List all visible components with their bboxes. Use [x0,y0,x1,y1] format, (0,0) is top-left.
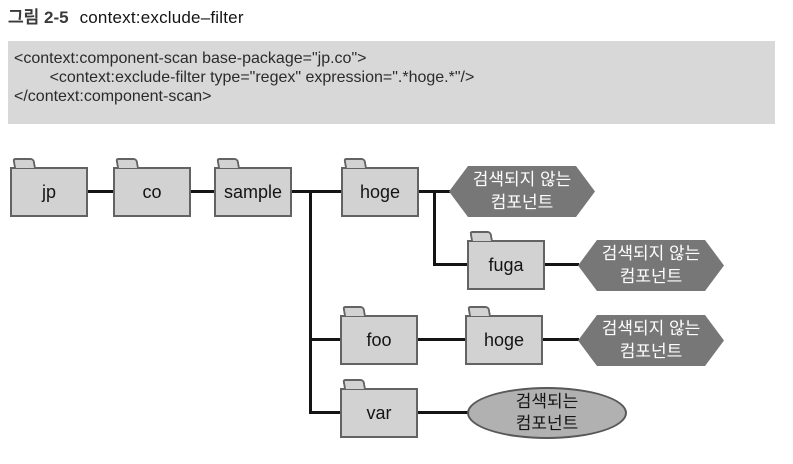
folder-icon-hoge: hoge [341,158,419,217]
folder-label: hoge [359,181,401,202]
folder-icon-jp: jp [10,158,88,217]
folder-label: sample [223,181,283,202]
code-line: <context:exclude-filter type="regex" exp… [14,69,475,86]
folder-icon-co: co [113,158,191,217]
folder-tab [342,306,366,316]
badge-text-line2: 컴포넌트 [619,266,683,286]
folder-label: jp [41,181,56,202]
badge-text-line1: 검색되지 않는 [601,319,701,339]
connector-drop-fuga [433,263,468,266]
badge-text-line1: 검색되지 않는 [472,170,572,190]
folder-icon-foo: foo [340,306,418,365]
badge-text-line2: 컴포넌트 [515,414,579,433]
connector-trunk-var [309,411,341,414]
folder-label: foo [366,329,392,350]
folder-tab [467,306,491,316]
folder-tab [469,231,493,241]
folder-icon-hoge-under-foo: hoge [465,306,543,365]
folder-icon-fuga: fuga [467,231,545,290]
badge-text-line1: 검색되는 [515,391,579,411]
figure-title: context:exclude–filter [79,8,244,27]
folder-label: hoge [483,329,525,350]
folder-label: co [142,181,162,202]
connector-jp-co [86,190,114,193]
folder-icon-var: var [340,379,418,438]
connector-hoge2-badge [541,338,579,341]
code-line: </context:component-scan> [14,88,212,105]
folder-tab [342,379,366,389]
folder-label: var [366,402,392,423]
connector-sample-hoge [290,190,342,193]
badge-text-line1: 검색되지 않는 [601,244,701,264]
badge-text-line2: 컴포넌트 [490,192,554,212]
connector-trunk [309,190,312,414]
connector-foo-hoge2 [416,338,466,341]
connector-fuga-badge [543,263,579,266]
included-component-badge-var: 검색되는 컴포넌트 [467,387,627,439]
figure-number: 그림 2-5 [8,8,69,27]
excluded-component-badge-hoge: 검색되지 않는 컴포넌트 [449,166,595,217]
folder-tab [12,158,36,168]
folder-icon-sample: sample [214,158,292,217]
code-line: <context:component-scan base-package="jp… [14,50,367,67]
connector-hoge-fuga-drop [433,190,436,266]
connector-trunk-foo [309,338,341,341]
xml-code-block: <context:component-scan base-package="jp… [8,41,775,124]
folder-tab [216,158,240,168]
folder-label: fuga [488,254,524,275]
folder-tab [115,158,139,168]
excluded-component-badge-fuga: 검색되지 않는 컴포넌트 [578,240,724,291]
connector-co-sample [189,190,215,193]
badge-text-line2: 컴포넌트 [619,341,683,361]
figure-caption: 그림 2-5 context:exclude–filter [8,3,244,28]
excluded-component-badge-hoge2: 검색되지 않는 컴포넌트 [578,315,724,366]
connector-var-badge [416,411,468,414]
folder-tab [343,158,367,168]
